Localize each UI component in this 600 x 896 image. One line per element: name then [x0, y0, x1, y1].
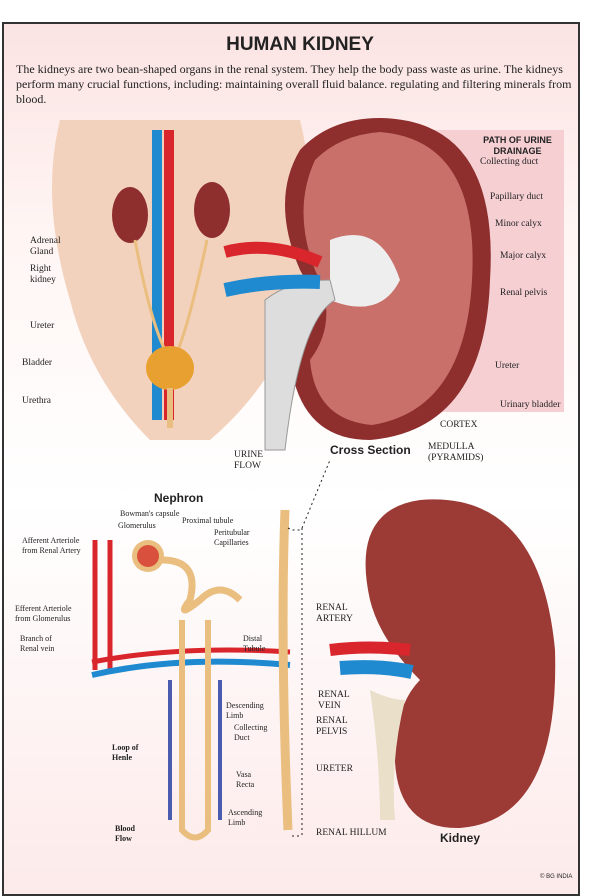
label-renal-hillum: RENAL HILLUM: [316, 828, 387, 838]
label-loop-of-henle: Loop of Henle: [112, 743, 139, 762]
label-adrenal-gland: Adrenal Gland: [30, 236, 61, 257]
label-urine-flow: URINE FLOW: [234, 450, 264, 471]
label-efferent-arteriole: Efferent Arteriole from Glomerulus: [15, 604, 72, 623]
label-glomerulus: Glomerulus: [118, 521, 156, 530]
path-papillary-duct: Papillary duct: [490, 192, 544, 202]
label-descending-limb: Descending Limb: [226, 701, 264, 720]
bladder: [146, 346, 194, 390]
path-minor-calyx: Minor calyx: [495, 219, 542, 229]
intro-text: The kidneys are two bean-shaped organs i…: [16, 62, 572, 106]
path-urinary-bladder: Urinary bladder: [500, 400, 561, 410]
label-right-kidney: Right kidney: [30, 264, 56, 285]
left-kidney: [194, 182, 230, 238]
credit: © BG INDIA: [540, 874, 573, 880]
label-bladder: Bladder: [22, 358, 53, 368]
page-title: HUMAN KIDNEY: [226, 34, 374, 55]
path-major-calyx: Major calyx: [500, 251, 547, 261]
label-collecting-duct: Collecting Duct: [234, 723, 268, 742]
urine-path-heading: PATH OF URINE DRAINAGE: [483, 135, 552, 156]
label-renal-vein-branch: Branch of Renal vein: [20, 634, 55, 653]
nephron-title: Nephron: [154, 491, 204, 505]
cross-section-kidney: [223, 118, 491, 451]
kidney-illustration: [329, 499, 556, 829]
label-blood-flow: Blood Flow: [115, 824, 136, 843]
label-renal-vein: RENAL VEIN: [318, 690, 350, 711]
path-renal-pelvis: Renal pelvis: [500, 288, 548, 298]
label-ureter: Ureter: [30, 321, 55, 331]
label-ureter-kidney: URETER: [316, 764, 353, 774]
label-renal-artery: RENAL ARTERY: [316, 603, 353, 624]
label-proximal-tubule: Proximal tubule: [182, 516, 234, 525]
torso-illustration: [52, 120, 310, 440]
nephron-illustration: [91, 459, 331, 841]
label-distal-tubule: Distal Tubule: [243, 634, 266, 653]
cross-section-caption: Cross Section: [330, 443, 411, 457]
label-peritubular-capillaries: Peritubular Capillaries: [214, 528, 250, 547]
kidney-caption: Kidney: [440, 831, 481, 845]
label-vasa-recta: Vasa Recta: [236, 770, 255, 789]
label-renal-pelvis: RENAL PELVIS: [316, 716, 348, 737]
label-ascending-limb: Ascending Limb: [228, 808, 263, 827]
right-kidney: [112, 187, 148, 243]
label-medulla: MEDULLA (PYRAMIDS): [428, 442, 484, 463]
label-bowmans-capsule: Bowman's capsule: [120, 509, 180, 518]
path-collecting-duct: Collecting duct: [480, 157, 539, 167]
label-urethra: Urethra: [22, 396, 52, 406]
label-cortex: CORTEX: [440, 420, 478, 430]
label-afferent-arteriole: Afferent Arteriole from Renal Artery: [22, 536, 81, 555]
path-ureter: Ureter: [495, 361, 520, 371]
